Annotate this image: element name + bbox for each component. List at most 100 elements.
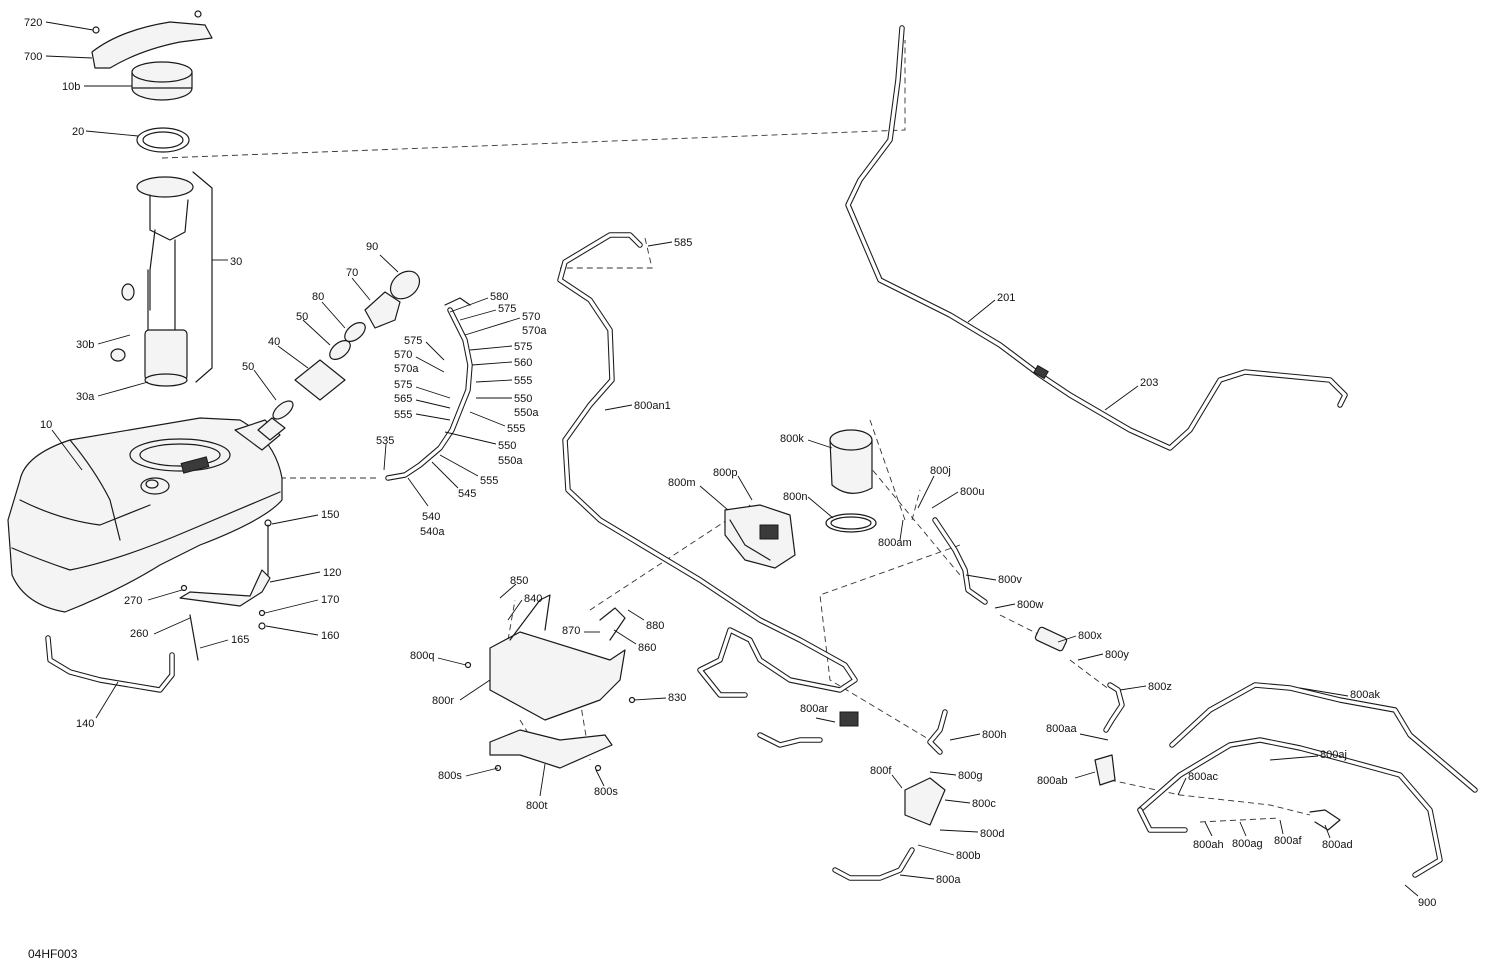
callout-label: 550 bbox=[514, 393, 532, 405]
outlet-lines-800ak-800aj bbox=[1094, 682, 1478, 878]
callout-label: 800s bbox=[438, 770, 462, 782]
callout-label: 570a bbox=[394, 363, 419, 375]
callout-label: 550 bbox=[498, 440, 516, 452]
callout-label: 800am bbox=[878, 537, 912, 549]
callout-label: 580 bbox=[490, 291, 508, 303]
callout-label: 830 bbox=[668, 692, 686, 704]
callout-label: 800ah bbox=[1193, 839, 1224, 851]
callout-label: 270 bbox=[124, 595, 142, 607]
callout-label: 800r bbox=[432, 695, 454, 707]
fuel-pump-assembly bbox=[91, 10, 213, 387]
callout-label: 170 bbox=[321, 594, 339, 606]
callout-label: 840 bbox=[524, 593, 542, 605]
supply-line-800an1 bbox=[557, 232, 858, 698]
callout-label: 860 bbox=[638, 642, 656, 654]
callout-label: 800m bbox=[668, 477, 696, 489]
callout-label: 555 bbox=[394, 409, 412, 421]
callout-label: 550a bbox=[514, 407, 539, 419]
mounting-plate bbox=[464, 594, 636, 772]
callout-label: 800aj bbox=[1320, 749, 1347, 761]
callout-label: 545 bbox=[458, 488, 476, 500]
callout-label: 201 bbox=[997, 292, 1015, 304]
callout-label: 800aa bbox=[1046, 723, 1077, 735]
callout-label: 570 bbox=[394, 349, 412, 361]
figure-code: 04HF003 bbox=[28, 947, 78, 961]
callout-label: 800ak bbox=[1350, 689, 1380, 701]
callout-label: 800t bbox=[526, 800, 547, 812]
callout-label: 565 bbox=[394, 393, 412, 405]
callout-label: 50 bbox=[242, 361, 254, 373]
valve-block-800m bbox=[724, 504, 796, 569]
callout-label: 800c bbox=[972, 798, 996, 810]
callout-label: 585 bbox=[674, 237, 692, 249]
callout-label: 800an1 bbox=[634, 400, 671, 412]
tank-straps bbox=[45, 519, 272, 693]
callout-label: 80 bbox=[312, 291, 324, 303]
callout-label: 120 bbox=[323, 567, 341, 579]
callout-label: 570a bbox=[522, 325, 547, 337]
callout-label: 40 bbox=[268, 336, 280, 348]
callout-label: 720 bbox=[24, 17, 42, 29]
callout-label: 800k bbox=[780, 433, 804, 445]
callout-label: 800x bbox=[1078, 630, 1102, 642]
callout-label: 800y bbox=[1105, 649, 1129, 661]
callout-label: 555 bbox=[507, 423, 525, 435]
callout-label: 160 bbox=[321, 630, 339, 642]
callout-label: 800a bbox=[936, 874, 961, 886]
callout-label: 800h bbox=[982, 729, 1006, 741]
callout-label: 800ab bbox=[1037, 775, 1068, 787]
callout-label: 800z bbox=[1148, 681, 1172, 693]
callout-label: 555 bbox=[480, 475, 498, 487]
fuel-tank bbox=[7, 417, 283, 613]
callout-label: 800f bbox=[870, 765, 892, 777]
callout-label: 30 bbox=[230, 256, 242, 268]
callout-label: 575 bbox=[394, 379, 412, 391]
vent-hoses bbox=[385, 297, 473, 481]
callout-label: 870 bbox=[562, 625, 580, 637]
callout-label: 20 bbox=[72, 126, 84, 138]
filter-line bbox=[932, 517, 1125, 733]
callout-label: 800b bbox=[956, 850, 980, 862]
callout-label: 260 bbox=[130, 628, 148, 640]
callout-label: 165 bbox=[231, 634, 249, 646]
callout-label: 800ad bbox=[1322, 839, 1353, 851]
callout-label: 203 bbox=[1140, 377, 1158, 389]
filler-neck-parts bbox=[257, 270, 421, 441]
callout-label: 30b bbox=[76, 339, 94, 351]
callout-label: 900 bbox=[1418, 897, 1436, 909]
callout-label: 800g bbox=[958, 770, 982, 782]
callout-label: 800j bbox=[930, 465, 951, 477]
callout-labels: 720 700 10b 20 30 30b 30a 10 90 70 80 50… bbox=[24, 17, 1436, 909]
callout-label: 540a bbox=[420, 526, 445, 538]
callout-label: 800ac bbox=[1188, 771, 1218, 783]
callout-label: 800af bbox=[1274, 835, 1302, 847]
callout-label: 30a bbox=[76, 391, 95, 403]
callout-label: 800q bbox=[410, 650, 434, 662]
callout-label: 800p bbox=[713, 467, 737, 479]
callout-label: 800s bbox=[594, 786, 618, 798]
callout-label: 90 bbox=[366, 241, 378, 253]
callout-label: 800d bbox=[980, 828, 1004, 840]
callout-label: 575 bbox=[514, 341, 532, 353]
callout-label: 10b bbox=[62, 81, 80, 93]
return-line-201-203 bbox=[845, 25, 1348, 451]
callout-label: 550a bbox=[498, 455, 523, 467]
callout-label: 800ar bbox=[800, 703, 828, 715]
callout-label: 800u bbox=[960, 486, 984, 498]
evap-canister bbox=[825, 429, 877, 533]
callout-label: 540 bbox=[422, 511, 440, 523]
callout-label: 555 bbox=[514, 375, 532, 387]
callout-label: 800ag bbox=[1232, 838, 1263, 850]
purge-valve bbox=[757, 709, 948, 881]
callout-label: 700 bbox=[24, 51, 42, 63]
callout-label: 535 bbox=[376, 435, 394, 447]
callout-label: 10 bbox=[40, 419, 52, 431]
callout-label: 880 bbox=[646, 620, 664, 632]
callout-label: 800w bbox=[1017, 599, 1043, 611]
callout-label: 850 bbox=[510, 575, 528, 587]
callout-label: 140 bbox=[76, 718, 94, 730]
callout-label: 150 bbox=[321, 509, 339, 521]
callout-label: 570 bbox=[522, 311, 540, 323]
callout-label: 800v bbox=[998, 574, 1022, 586]
